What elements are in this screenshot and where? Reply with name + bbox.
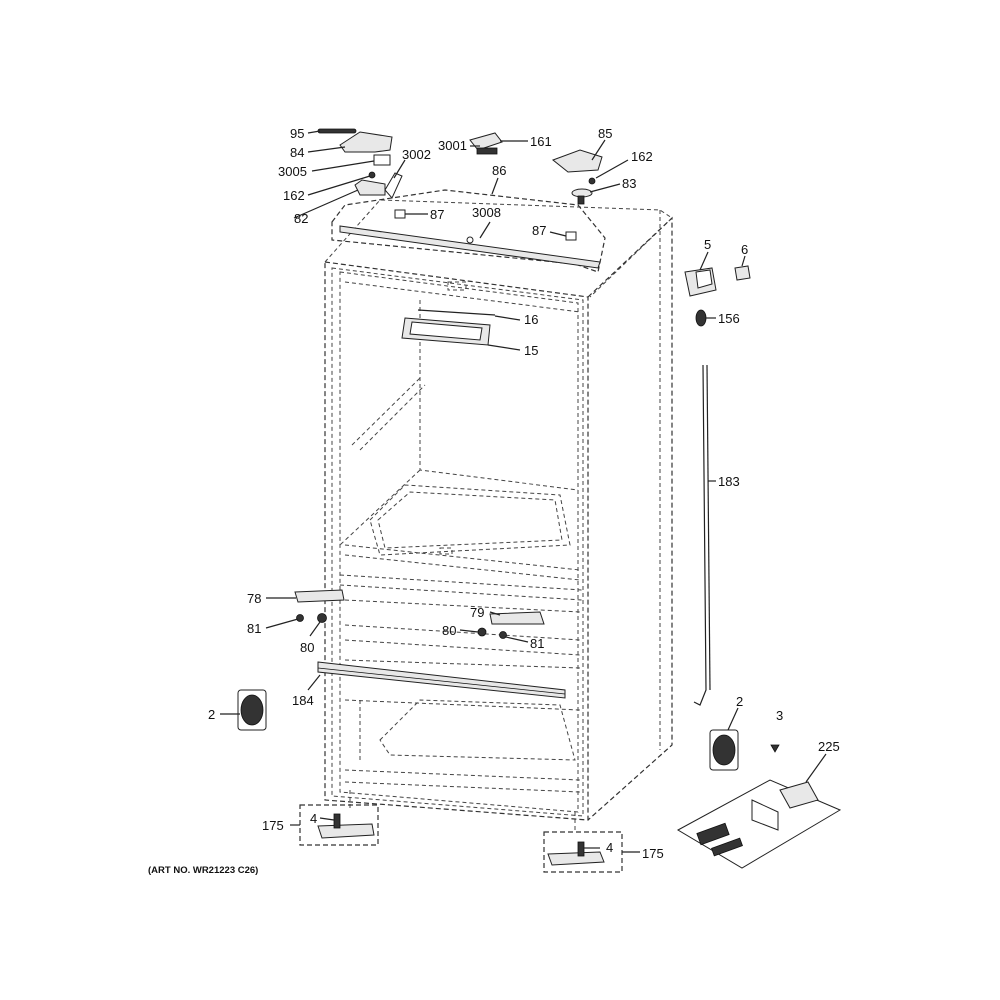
callout-162-left: 162 [283, 188, 305, 203]
callout-4-left: 4 [310, 811, 317, 826]
callout-156: 156 [718, 311, 740, 326]
mullion-184 [317, 661, 566, 699]
refrigerator-cabinet [324, 199, 673, 832]
callout-labels: 95 84 3005 162 82 3002 3001 161 85 162 8… [148, 126, 840, 876]
lens-16 [417, 309, 496, 316]
part-3-pointer [770, 744, 780, 753]
clip-87b [565, 231, 577, 241]
rod-183 [693, 364, 707, 706]
callout-95: 95 [290, 126, 304, 141]
callout-175-left: 175 [262, 818, 284, 833]
hinge-bar-3002 [384, 172, 403, 199]
callout-87-left: 87 [430, 207, 444, 222]
callout-6: 6 [741, 242, 748, 257]
grille-2-left [237, 689, 267, 731]
callout-175-right: 175 [642, 846, 664, 861]
middle-hinge-parts [294, 589, 545, 639]
callout-4-right: 4 [606, 840, 613, 855]
callout-5: 5 [704, 237, 711, 252]
top-cover-assembly-86 [331, 189, 606, 273]
callout-225: 225 [818, 739, 840, 754]
callout-86: 86 [492, 163, 506, 178]
callout-78: 78 [247, 591, 261, 606]
right-side-parts [684, 265, 751, 706]
bushing-80a [317, 613, 327, 623]
hinge-79 [489, 611, 545, 625]
bracket-6 [734, 265, 751, 281]
top-left-hinge-assembly [317, 128, 403, 199]
screw-162b [588, 177, 596, 185]
bracket-kit-225 [676, 779, 842, 869]
callout-80-left: 80 [300, 640, 314, 655]
callout-3005: 3005 [278, 164, 307, 179]
light-parts [401, 309, 496, 346]
callout-83: 83 [622, 176, 636, 191]
screw-162a [368, 171, 376, 179]
hinge-78 [294, 589, 345, 603]
top-hinge-84 [339, 131, 393, 153]
grille-2-right [709, 729, 739, 771]
screw-81a [296, 614, 304, 622]
part-3001-161 [469, 132, 503, 155]
bracket-82 [354, 179, 386, 196]
callout-3: 3 [776, 708, 783, 723]
callout-87-right: 87 [532, 223, 546, 238]
art-number: (ART NO. WR21223 C26) [148, 865, 258, 876]
callout-79: 79 [470, 605, 484, 620]
callout-82: 82 [294, 211, 308, 226]
top-hinge-85 [551, 149, 603, 173]
clip-3005 [373, 154, 391, 166]
callout-3002: 3002 [402, 147, 431, 162]
top-cover-3008 [339, 225, 601, 269]
leveling-foot-175-right [543, 831, 623, 873]
callout-162-right: 162 [631, 149, 653, 164]
callout-183: 183 [718, 474, 740, 489]
top-right-hinge-assembly [551, 149, 603, 205]
callout-81-left: 81 [247, 621, 261, 636]
callout-161: 161 [530, 134, 552, 149]
callout-3008: 3008 [472, 205, 501, 220]
callout-2-left: 2 [208, 707, 215, 722]
callout-84: 84 [290, 145, 304, 160]
callout-16: 16 [524, 312, 538, 327]
bushing-80b [477, 627, 487, 637]
callout-81-right: 81 [530, 636, 544, 651]
clip-87a [394, 209, 406, 219]
leader-lines [220, 130, 827, 853]
callout-3001: 3001 [438, 138, 467, 153]
callout-85: 85 [598, 126, 612, 141]
callout-15: 15 [524, 343, 538, 358]
hinge-pin-95 [317, 128, 357, 134]
bushing-156 [695, 309, 707, 327]
callout-2-right: 2 [736, 694, 743, 709]
callout-184: 184 [292, 693, 314, 708]
screw-81b [499, 631, 507, 639]
callout-80-right: 80 [442, 623, 456, 638]
